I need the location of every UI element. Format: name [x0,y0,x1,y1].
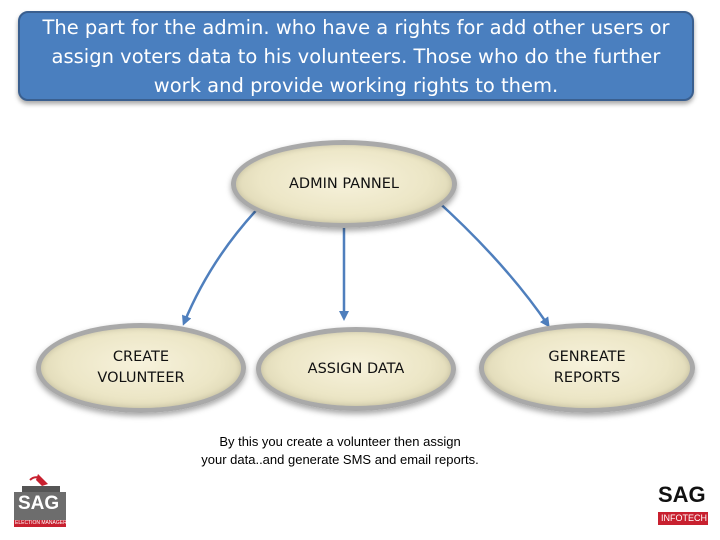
node-assign-data: ASSIGN DATA [256,327,456,411]
node-admin-label: ADMIN PANNEL [289,175,399,192]
banner-text: The part for the admin. who have a right… [42,15,670,97]
sag-election-manager-logo: SAG ELECTION MANAGER [8,470,70,532]
diagram-caption: By this you create a volunteer then assi… [201,434,479,467]
right-logo-word: SAG [658,482,706,507]
arrow-to-create-volunteer [182,199,267,326]
node-reports-label: GENREATE REPORTS [548,349,626,386]
left-logo-word: SAG [18,493,60,514]
right-logo-sub: INFOTECH [661,513,707,523]
sag-infotech-logo: SAG INFOTECH [656,482,712,532]
node-generate-reports: GENREATE REPORTS [479,323,695,413]
node-create-label: CREATE VOLUNTEER [97,349,185,386]
node-assign-label: ASSIGN DATA [307,360,405,377]
node-create-volunteer: CREATE VOLUNTEER [36,323,246,413]
right-logo-bar [658,512,708,525]
node-admin-pannel: ADMIN PANNEL [231,140,457,228]
left-logo-sub: ELECTION MANAGER [15,520,67,526]
description-banner: The part for the admin. who have a right… [18,11,694,101]
arrow-to-generate-reports [433,197,550,328]
